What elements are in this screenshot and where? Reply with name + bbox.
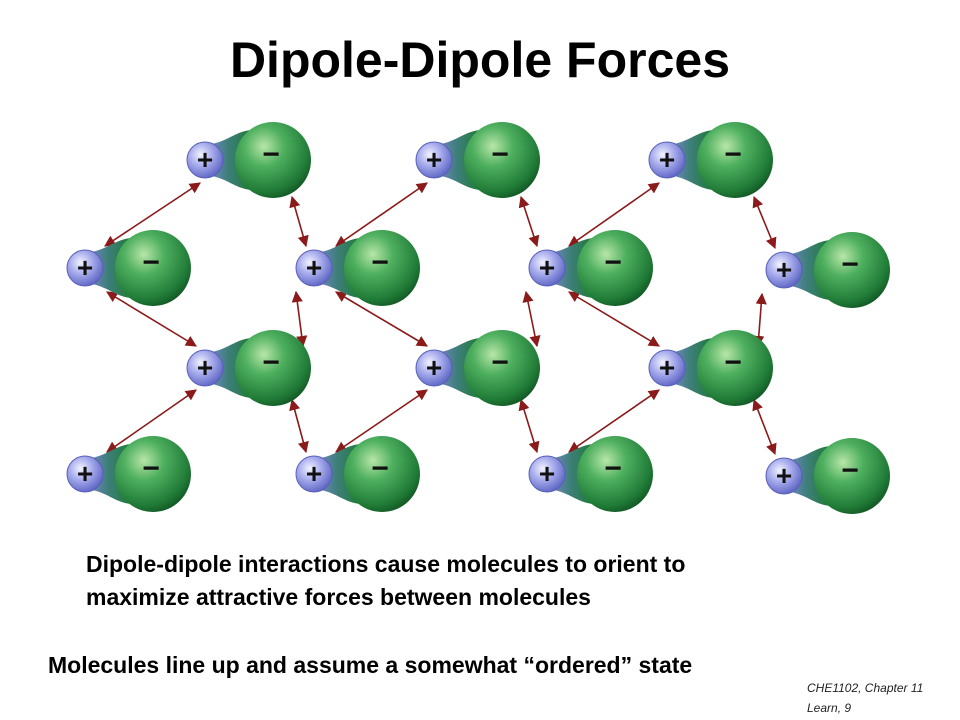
dipole-molecule: +− [528,230,653,306]
attraction-arrow [568,389,660,453]
negative-end [235,330,311,406]
explanation-line: Dipole-dipole interactions cause molecul… [86,551,686,577]
positive-sign: + [659,352,675,383]
positive-sign: + [77,458,93,489]
positive-end [415,141,453,179]
negative-sign: − [142,452,160,485]
dipole-molecule: +− [415,330,540,406]
positive-end [415,349,453,387]
attraction-arrow [106,291,197,347]
negative-end [697,330,773,406]
footer-line: CHE1102, Chapter 11 [807,681,924,695]
negative-end [344,230,420,306]
dipole-molecule: +− [765,438,890,514]
dipole-molecule: +− [648,330,773,406]
dipole-molecule: +− [765,232,890,308]
positive-end [648,141,686,179]
slide-footer: CHE1102, Chapter 11 Learn, 9 [807,678,957,718]
negative-end [115,230,191,306]
attraction-arrow [104,182,201,247]
positive-end [186,349,224,387]
positive-sign: + [306,252,322,283]
negative-sign: − [371,452,389,485]
negative-end [814,232,890,308]
attraction-arrow [335,182,428,247]
footer-line: Learn, 9 [807,701,852,715]
positive-sign: + [197,144,213,175]
attraction-arrow [568,291,660,347]
positive-end [295,249,333,287]
negative-end [577,230,653,306]
negative-sign: − [604,452,622,485]
positive-sign: + [197,352,213,383]
positive-sign: + [77,252,93,283]
negative-sign: − [604,246,622,279]
attraction-arrow [335,389,428,453]
negative-end [577,436,653,512]
positive-end [528,455,566,493]
negative-sign: − [371,246,389,279]
dipole-molecule: +− [295,436,420,512]
dipole-molecule: +− [295,230,420,306]
attraction-arrow [522,290,541,348]
negative-sign: − [841,248,859,281]
negative-end [115,436,191,512]
explanation-text: Dipole-dipole interactions cause molecul… [86,548,906,614]
attraction-arrow [752,398,777,456]
negative-sign: − [262,346,280,379]
positive-end [66,455,104,493]
attraction-arrow [291,290,308,348]
negative-end [697,122,773,198]
dipole-molecule: +− [66,436,191,512]
dipole-molecule: +− [648,122,773,198]
negative-end [464,122,540,198]
molecules: +−+−+−+−+−+−+−+−+−+−+−+−+−+− [66,122,890,514]
negative-end [464,330,540,406]
positive-end [765,251,803,289]
positive-end [648,349,686,387]
positive-sign: + [539,458,555,489]
attraction-arrow [752,195,777,250]
attraction-arrow [335,291,428,347]
negative-sign: − [841,454,859,487]
positive-sign: + [539,252,555,283]
negative-end [344,436,420,512]
positive-end [186,141,224,179]
dipole-molecule: +− [186,330,311,406]
attraction-arrow [289,195,309,248]
positive-end [66,249,104,287]
slide-title: Dipole-Dipole Forces [229,32,731,88]
dipole-molecule: +− [66,230,191,306]
summary-text: Molecules line up and assume a somewhat … [48,652,693,678]
positive-end [295,455,333,493]
negative-sign: − [262,138,280,171]
explanation-line: maximize attractive forces between molec… [86,584,591,610]
positive-sign: + [776,254,792,285]
negative-sign: − [724,138,742,171]
positive-sign: + [426,144,442,175]
attraction-arrow [518,398,540,454]
dipole-molecule: +− [528,436,653,512]
positive-end [765,457,803,495]
positive-end [528,249,566,287]
negative-sign: − [491,138,509,171]
attraction-arrow [289,398,309,454]
positive-sign: + [426,352,442,383]
negative-sign: − [491,346,509,379]
positive-sign: + [306,458,322,489]
attraction-arrow [106,389,197,453]
attraction-arrow [518,195,540,248]
negative-end [814,438,890,514]
negative-sign: − [142,246,160,279]
attraction-arrow [753,292,767,348]
attraction-arrow [568,182,660,247]
negative-sign: − [724,346,742,379]
positive-sign: + [659,144,675,175]
attraction-arrows [104,182,777,456]
dipole-molecule: +− [186,122,311,198]
negative-end [235,122,311,198]
dipole-molecule: +− [415,122,540,198]
positive-sign: + [776,460,792,491]
